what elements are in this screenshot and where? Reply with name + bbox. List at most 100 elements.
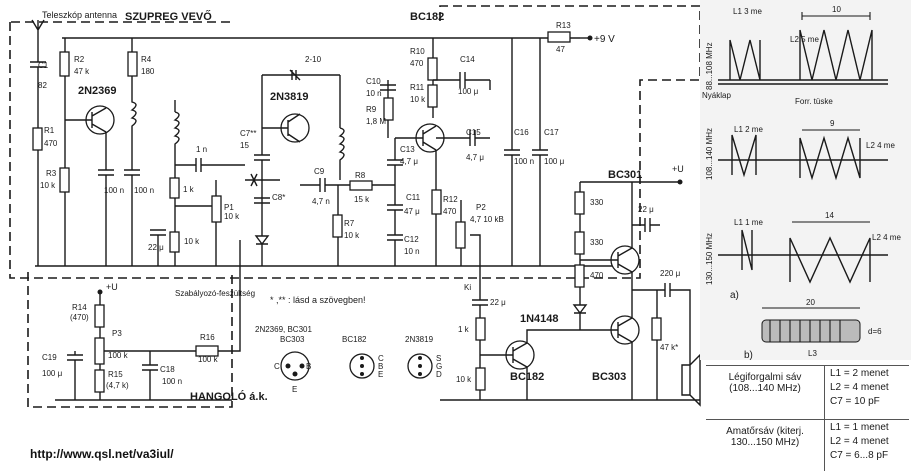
circuit-title: SZUPREG VEVŐ xyxy=(125,10,212,23)
c11-label: C11 xyxy=(406,193,421,202)
r6-value: 10 k xyxy=(184,237,200,246)
c8-label: C8* xyxy=(272,193,285,202)
r8-label: R8 xyxy=(355,171,366,180)
c12-label: C12 xyxy=(404,235,419,244)
p1-label: P1 xyxy=(224,203,234,212)
band3-l2: L2 4 me xyxy=(872,233,901,242)
band1-l1: L1 3 me xyxy=(733,7,762,16)
pinout2-title: BC182 xyxy=(342,335,367,344)
c1-label: C1 xyxy=(38,61,49,70)
c7-value: 15 xyxy=(240,141,249,150)
t2-label: 2N3819 xyxy=(270,91,309,103)
pin-d3: D xyxy=(436,370,442,379)
c9-value: 4,7 n xyxy=(312,197,330,206)
pinout1-title: 2N2369, BC301 xyxy=(255,325,312,334)
r1-label: R1 xyxy=(44,126,55,135)
pin-c1: C xyxy=(274,362,280,371)
band1-l2: L2 5 me xyxy=(790,35,819,44)
c5-value: 22 μ xyxy=(148,243,164,252)
p2-label: P2 xyxy=(476,203,486,212)
r330a-value: 330 xyxy=(590,198,604,207)
airband-label: Légiforgalmi sáv (108...140 MHz) xyxy=(728,372,802,394)
airband-l2: L2 = 4 menet xyxy=(830,382,889,393)
c15-value: 4,7 μ xyxy=(466,153,484,162)
coil-drawing-band2 xyxy=(718,129,888,181)
pin-c2: C xyxy=(378,354,384,363)
ut-label-audio: +U xyxy=(672,164,684,174)
r16-label: R16 xyxy=(200,333,215,342)
c2-value: 100 n xyxy=(104,186,124,195)
pin-e2: E xyxy=(378,370,383,379)
r470-value: 470 xyxy=(590,271,604,280)
note-label: * ,** : lásd a szövegben! xyxy=(270,295,366,305)
r13-label: R13 xyxy=(556,21,571,30)
table-divider xyxy=(824,365,825,471)
c6-value: 2-10 xyxy=(305,55,322,64)
tuner-boundary xyxy=(27,272,233,408)
r2-value: 47 k xyxy=(74,67,90,76)
band1-dim: 10 xyxy=(832,5,841,14)
r9-value: 1,8 M xyxy=(366,117,386,126)
r12-value: 470 xyxy=(443,207,457,216)
ut-label-tuner: +U xyxy=(106,282,118,292)
dim-d: d=6 xyxy=(868,327,882,336)
p3-label: P3 xyxy=(112,329,122,338)
dim-20: 20 xyxy=(806,298,815,307)
c10-value: 10 n xyxy=(366,89,382,98)
supply-label: +9 V xyxy=(594,34,615,45)
amateur-l1: L1 = 1 menet xyxy=(830,422,889,433)
p3-value: 100 k xyxy=(108,351,129,360)
c3-value: 100 n xyxy=(134,186,154,195)
coil-drawing-band3 xyxy=(718,221,888,284)
c12-value: 10 n xyxy=(404,247,420,256)
t1-label: 2N2369 xyxy=(78,85,117,97)
c11-value: 47 μ xyxy=(404,207,420,216)
label-a: a) xyxy=(730,290,739,301)
c17-label: C17 xyxy=(544,128,559,137)
airband-c7: C7 = 10 pF xyxy=(830,396,880,407)
resistor-r13 xyxy=(547,31,571,43)
r11-value: 10 k xyxy=(410,95,426,104)
airband-l1: L1 = 2 menet xyxy=(830,368,889,379)
r14-label: R14 xyxy=(72,303,87,312)
c13-label: C13 xyxy=(400,145,415,154)
c7-label: C7** xyxy=(240,129,256,138)
forr-label: Forr. tüske xyxy=(795,97,833,106)
l3-drawing-label: L3 xyxy=(808,349,817,358)
r11-label: R11 xyxy=(410,83,425,92)
r12-label: R12 xyxy=(443,195,458,204)
bc301-label: BC301 xyxy=(608,169,642,181)
speaker-icon xyxy=(681,353,701,407)
table-row-amateur: Amatőrsáv (kiterj. 130...150 MHz) L1 = 1… xyxy=(706,419,909,472)
coil-drawing-band1 xyxy=(718,12,888,85)
p2-value: 4,7 10 kB xyxy=(470,215,504,224)
receiver-boundary xyxy=(9,5,701,279)
r4-value: 180 xyxy=(141,67,155,76)
bc182-top-label: BC182 xyxy=(410,11,444,23)
c18-value: 100 n xyxy=(162,377,182,386)
r14-value: (470) xyxy=(70,313,89,322)
r7-label: R7 xyxy=(344,219,355,228)
r10-value: 470 xyxy=(410,59,424,68)
coil-table: Légiforgalmi sáv (108...140 MHz) L1 = 2 … xyxy=(706,365,909,471)
c15-label: C15 xyxy=(466,128,481,137)
c1-value: 82 xyxy=(38,81,47,90)
band3-freq: 130...150 MHz xyxy=(705,233,714,285)
pin-s3: S xyxy=(436,354,441,363)
r7-value: 10 k xyxy=(344,231,360,240)
nyaklap-label: Nyáklap xyxy=(702,91,731,100)
amateur-c7: C7 = 6...8 pF xyxy=(830,450,889,461)
source-url[interactable]: http://www.qsl.net/va3iul/ xyxy=(30,447,174,461)
r9-label: R9 xyxy=(366,105,377,114)
antenna-symbol xyxy=(31,19,45,55)
band2-l1: L1 2 me xyxy=(734,125,763,134)
r2-label: R2 xyxy=(74,55,85,64)
r3-value: 10 k xyxy=(40,181,56,190)
r3-label: R3 xyxy=(46,169,57,178)
pin-b1: B xyxy=(306,362,311,371)
band3-l1: L1 1 me xyxy=(734,218,763,227)
regulator-label: Szabályozó-feszültség xyxy=(175,289,255,298)
r330b-value: 330 xyxy=(590,238,604,247)
c4-value: 1 n xyxy=(196,145,207,154)
r10k-value: 10 k xyxy=(456,375,472,384)
